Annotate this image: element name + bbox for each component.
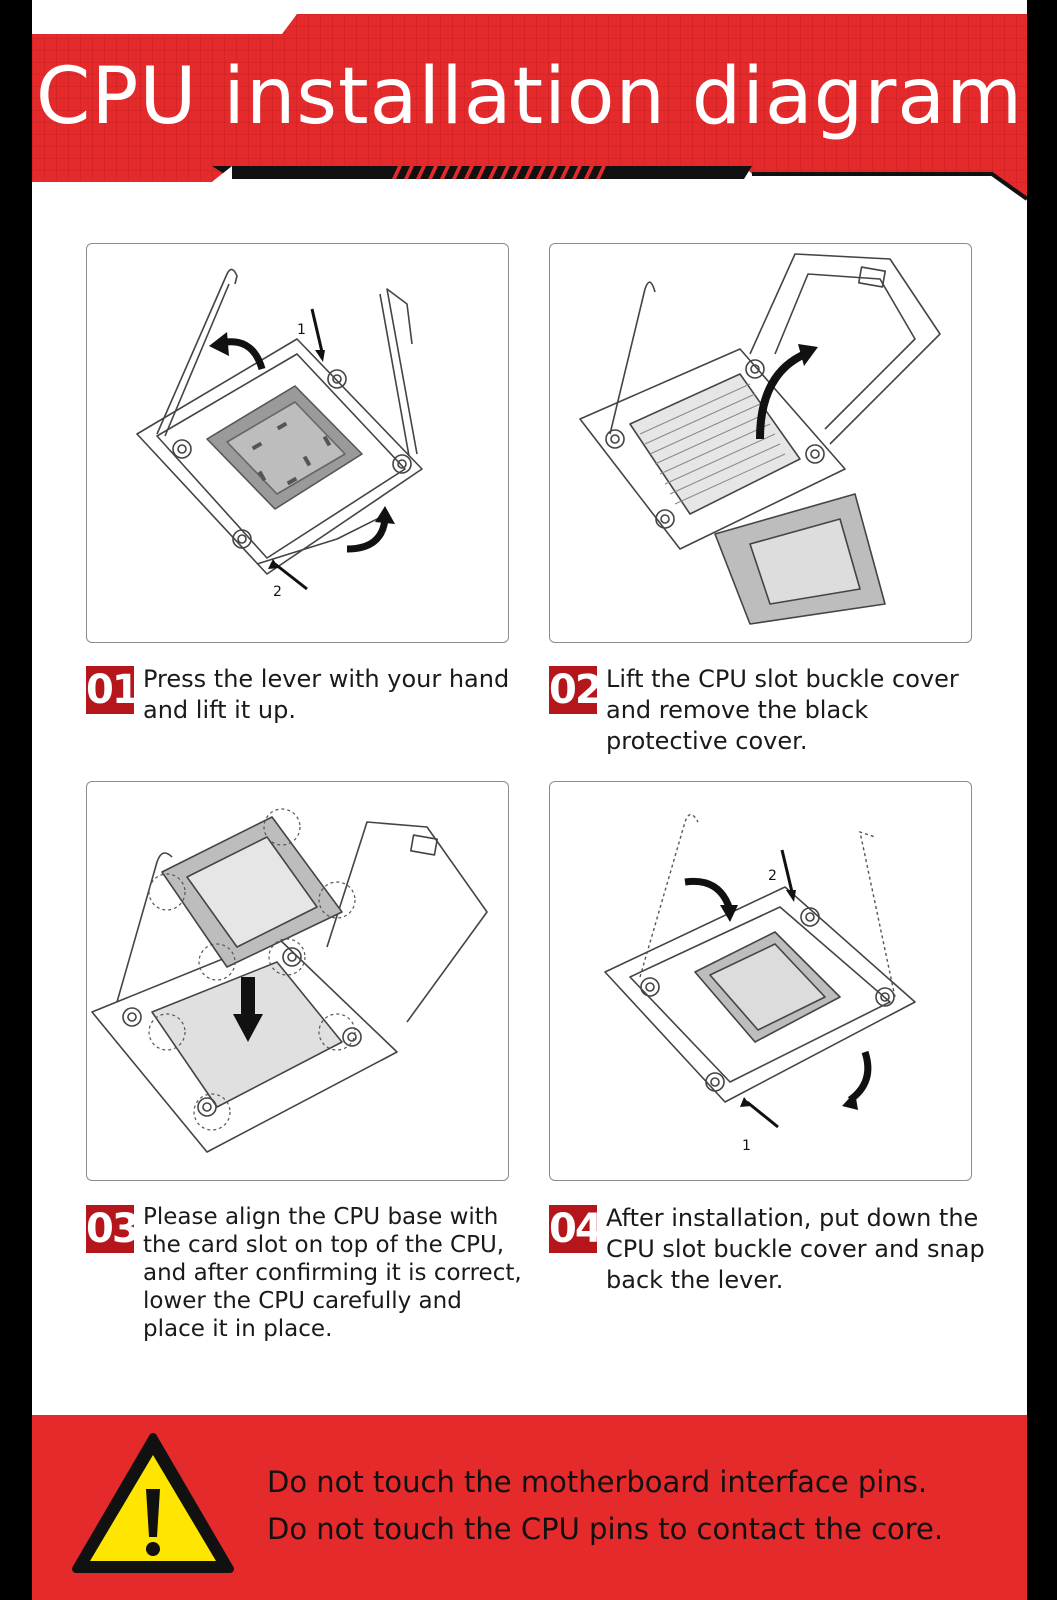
step-2-illustration [549,243,972,643]
callout-1: 1 [297,322,306,338]
step-4-text: After installation, put down the CPU slo… [606,1204,985,1294]
cpu-socket-illustration: 1 2 [136,268,423,600]
warning-line-2: Do not touch the CPU pins to contact the… [267,1512,944,1546]
warning-triangle-icon [72,1433,234,1573]
step-1-badge: 01 [86,666,140,714]
step-1-text: Press the lever with your hand and lift … [143,665,510,724]
callout-2: 2 [768,868,777,884]
banner-shape [32,14,1027,201]
page: CPU installation diagram [32,0,1027,1600]
step-2-badge: 02 [549,666,603,714]
cpu-align-illustration [91,808,488,1153]
page-title: CPU installation diagram [35,52,1024,142]
cpu-socket-open-illustration [579,253,941,625]
step-1-illustration: 1 2 [86,243,509,643]
cpu-closed-illustration: 2 1 [604,813,916,1154]
callout-1: 1 [742,1138,751,1154]
step-4-illustration: 2 1 [549,781,972,1181]
step-3-badge: 03 [86,1205,140,1253]
header-banner: CPU installation diagram [32,14,1027,204]
warning-banner: Do not touch the motherboard interface p… [32,1415,1027,1600]
step-4-badge: 04 [549,1205,603,1253]
step-3-illustration [86,781,509,1181]
step-2-text: Lift the CPU slot buckle cover and remov… [606,665,959,755]
warning-line-1: Do not touch the motherboard interface p… [267,1465,928,1499]
step-3-text: Please align the CPU base with the card … [143,1204,522,1342]
callout-2: 2 [273,584,282,600]
